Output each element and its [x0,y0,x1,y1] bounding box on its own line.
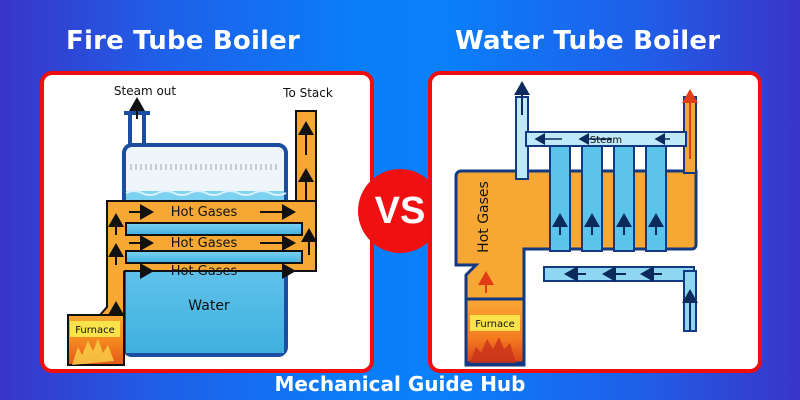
fire-tube-title: Fire Tube Boiler [66,26,301,56]
flame-icon [470,337,516,363]
to-stack-label: To Stack [282,86,333,100]
furnace [67,314,125,366]
hot-gases-label: Hot Gases [171,236,238,251]
fire-tube-panel: Steam out To Stack Hot Gases Hot Gases H… [40,71,374,373]
water-tube-diagram: Steam Hot Gases Furnace [454,81,698,367]
hot-gases-label: Hot Gases [171,205,238,220]
mud-drum [543,266,698,332]
water-tube-panel: Steam Hot Gases Furnace [428,71,762,373]
steam-label: Steam [590,135,622,146]
hot-gases-label: Hot Gases [171,264,238,279]
steam-drum [514,81,687,180]
water-tube-title: Water Tube Boiler [455,26,721,56]
footer-brand: Mechanical Guide Hub [274,372,526,396]
furnace [464,271,526,365]
furnace-label: Furnace [75,325,115,336]
furnace-label: Furnace [475,319,515,330]
water-label: Water [188,298,230,314]
water-tubes [549,145,667,252]
flame-icon [72,339,114,365]
hot-gases-label: Hot Gases [476,181,492,253]
steam-out-label: Steam out [114,84,177,98]
fire-tube-diagram: Steam out To Stack Hot Gases Hot Gases H… [67,84,333,366]
stack-pipe [682,89,698,174]
